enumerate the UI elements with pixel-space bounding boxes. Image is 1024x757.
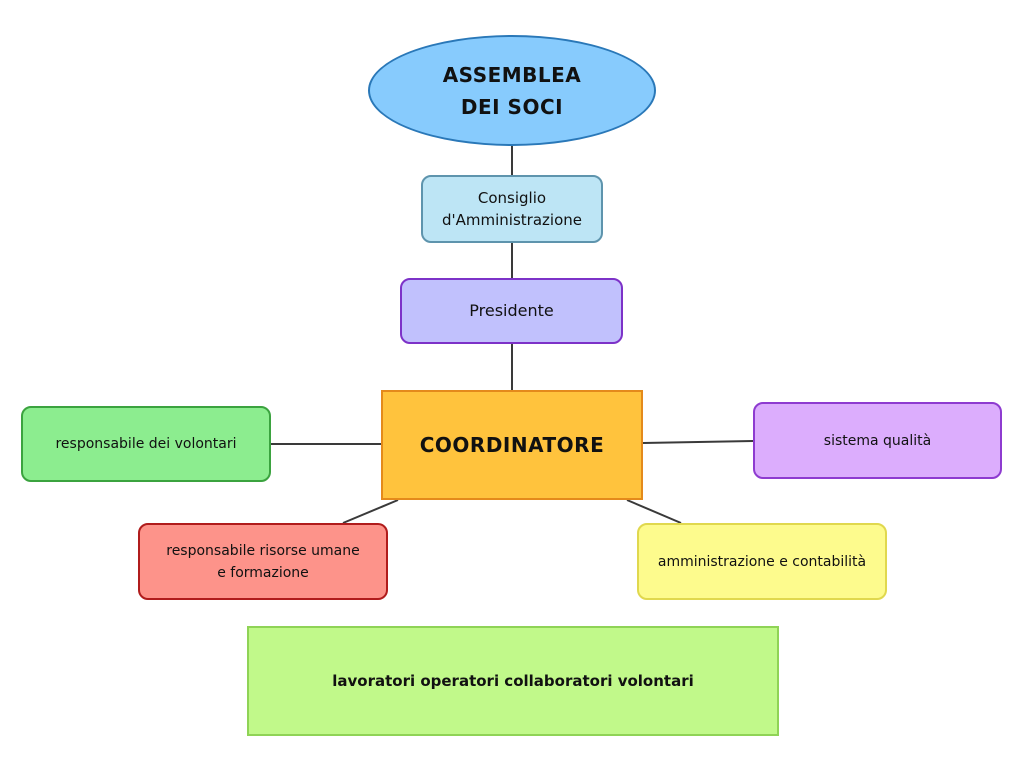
presidente-node: Presidente [400,278,623,344]
presidente-label: Presidente [469,301,554,320]
responsabile-volontari-node: responsabile dei volontari [21,406,271,482]
connector-coordinatore-amministrazione [626,499,682,524]
consiglio-amministrazione-node: Consiglio d'Amministrazione [421,175,603,243]
responsabile-risorse-umane-label: responsabile risorse umane e formazione [166,542,360,581]
assemblea-dei-soci-node: ASSEMBLEA DEI SOCI [368,35,656,146]
consiglio-amministrazione-label: Consiglio d'Amministrazione [442,189,582,229]
lavoratori-operatori-node: lavoratori operatori collaboratori volon… [247,626,779,736]
coordinatore-label: COORDINATORE [419,433,605,457]
amministrazione-contabilita-node: amministrazione e contabilità [637,523,887,600]
sistema-qualita-node: sistema qualità [753,402,1002,479]
connector-coordinatore-risorse [342,499,399,524]
sistema-qualita-label: sistema qualità [823,432,932,449]
amministrazione-contabilita-label: amministrazione e contabilità [657,553,867,570]
responsabile-volontari-label: responsabile dei volontari [55,436,237,452]
lavoratori-operatori-label: lavoratori operatori collaboratori volon… [332,672,694,690]
responsabile-risorse-umane-node: responsabile risorse umane e formazione [138,523,388,600]
coordinatore-node: COORDINATORE [381,390,643,500]
connector-coordinatore-qualita [642,440,754,444]
assemblea-dei-soci-label: ASSEMBLEA DEI SOCI [442,62,582,119]
